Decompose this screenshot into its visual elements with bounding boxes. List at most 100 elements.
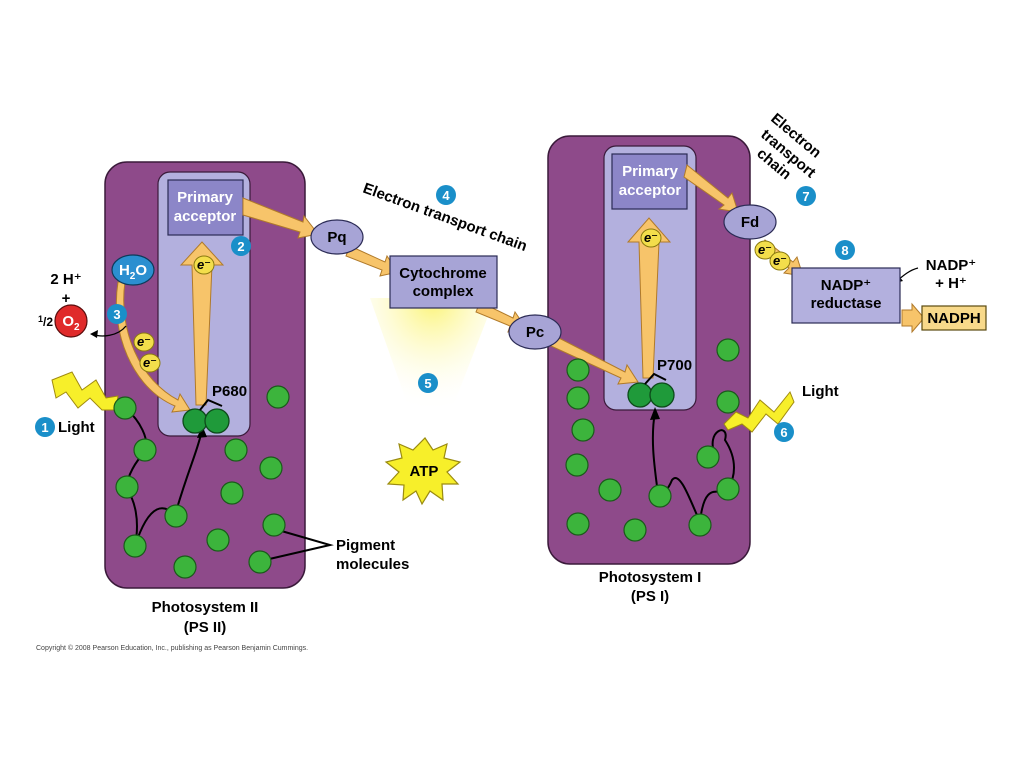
copyright-notice: Copyright © 2008 Pearson Education, Inc.… (36, 644, 308, 652)
step-marker-6 (774, 422, 794, 442)
nadp-input-arrow (897, 267, 919, 281)
pigment-molecule (266, 385, 290, 409)
light-label: Light (58, 419, 95, 436)
pc-carrier (508, 314, 562, 350)
nadp-reductase-box (791, 267, 901, 324)
nadph-label: NADPH (927, 310, 980, 327)
cytochrome-label: Cytochrome (399, 265, 487, 282)
step-marker-5 (418, 373, 438, 393)
step-number: 5 (424, 376, 431, 391)
electron-label: e⁻ (758, 242, 772, 257)
step-number: 1 (41, 420, 48, 435)
pigment-molecule (688, 513, 712, 537)
nadph-box (921, 305, 987, 331)
ps2-electron-rise-arrow (179, 241, 225, 406)
electron-label: e⁻ (644, 230, 658, 245)
plus-label: + (62, 290, 71, 307)
photosystem-i-title: (PS I) (631, 588, 669, 605)
pc-label: Pc (526, 324, 544, 341)
water-to-oxygen-arrowhead (90, 330, 98, 338)
light-label: Light (802, 383, 839, 400)
p700-chlorophyll (649, 382, 675, 408)
p700-label: P700 (657, 357, 692, 374)
nadp-input-label: + H⁺ (935, 275, 967, 292)
pigment-molecule (648, 484, 672, 508)
pigment-molecule (598, 478, 622, 502)
step-marker-2 (231, 236, 251, 256)
fd-carrier (723, 204, 777, 240)
pigment-molecule (696, 445, 720, 469)
ps2-primary-acceptor-box (167, 179, 244, 236)
electron-token (133, 332, 155, 352)
step-number: 8 (841, 243, 848, 258)
atp-starburst-icon (384, 437, 462, 506)
pigment-molecule (164, 504, 188, 528)
pigment-molecule (173, 555, 197, 579)
ps1-energy-path-1 (699, 429, 735, 523)
pigment-molecules-label: molecules (336, 556, 409, 573)
acceptor-to-fd-arrow (683, 164, 739, 213)
pigment-molecule (566, 386, 590, 410)
ps1-electron-rise-arrow (626, 217, 672, 379)
ps1-energy-path-arrowhead (650, 407, 660, 420)
photosystem-i-title: Photosystem I (599, 569, 702, 586)
electron-label: e⁻ (143, 355, 157, 370)
fd-label: Fd (741, 214, 759, 231)
pigment-molecule (716, 390, 740, 414)
ps1-primary-acceptor-label: acceptor (619, 182, 682, 199)
cytochrome-label: complex (413, 283, 475, 300)
pigment-molecule (565, 453, 589, 477)
pigment-molecule (123, 534, 147, 558)
pigment-molecule (224, 438, 248, 462)
step-number: 2 (237, 239, 244, 254)
electron-token (193, 255, 215, 275)
p680-pointer (199, 398, 223, 411)
pigment-molecule (623, 518, 647, 542)
half-coefficient: 1/2 (38, 314, 53, 329)
nadp-reductase-label: NADP⁺ (821, 277, 871, 294)
p680-chlorophyll (204, 408, 230, 434)
atp-label: ATP (410, 463, 439, 480)
step-marker-7 (796, 186, 816, 206)
water-molecule (111, 254, 155, 286)
ps2-primary-acceptor-label: Primary (177, 189, 234, 206)
ps2-energy-path-1 (124, 407, 148, 547)
pigment-molecules-label: Pigment (336, 537, 395, 554)
oxygen-molecule (54, 304, 88, 338)
water-label: H2O (119, 262, 147, 282)
acceptor-to-pq-arrow (242, 197, 319, 239)
pigment-molecule (566, 512, 590, 536)
step-marker-4 (436, 185, 456, 205)
pigment-molecule (716, 338, 740, 362)
step-number: 6 (780, 425, 787, 440)
p680-chlorophyll (182, 408, 208, 434)
pigment-molecule (571, 418, 595, 442)
step-number: 7 (802, 189, 809, 204)
ps1-primary-acceptor-label: Primary (622, 163, 679, 180)
pigment-molecule (133, 438, 157, 462)
electron-token (769, 251, 791, 271)
step-number: 3 (113, 307, 120, 322)
atp-energy-beam (370, 298, 495, 440)
electron-token (640, 228, 662, 248)
pq-label: Pq (327, 229, 346, 246)
electron-label: e⁻ (197, 257, 211, 272)
pigment-molecule (115, 475, 139, 499)
electron-label: e⁻ (137, 334, 151, 349)
p700-pointer (644, 372, 667, 385)
pigment-molecule (262, 513, 286, 537)
oxygen-label: O2 (62, 313, 80, 333)
ps2-primary-acceptor-label: acceptor (174, 208, 237, 225)
pigment-molecule (113, 396, 137, 420)
pigment-molecule (716, 477, 740, 501)
two-h-plus-label: 2 H⁺ (50, 271, 81, 288)
electron-token (139, 353, 161, 373)
pigment-molecule (259, 456, 283, 480)
photosystem-ii-title: Photosystem II (152, 599, 259, 616)
ps1-primary-acceptor-box (611, 153, 688, 210)
step-marker-8 (835, 240, 855, 260)
pq-to-cytochrome-arrow (345, 245, 399, 277)
nadp-input-label: NADP⁺ (926, 257, 976, 274)
pigment-molecule (206, 528, 230, 552)
